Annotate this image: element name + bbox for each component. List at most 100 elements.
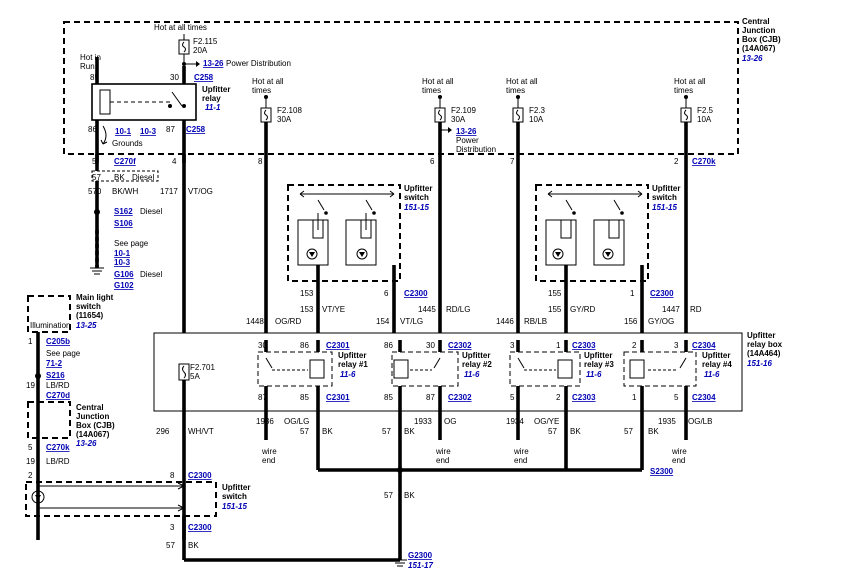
bottom-switch-ref[interactable]: 151-15 — [222, 502, 247, 511]
power-distribution-label: Power Distribution — [226, 59, 291, 68]
conn-c2303-top[interactable]: C2303 — [572, 341, 596, 350]
conn-c2304-top[interactable]: C2304 — [692, 341, 716, 350]
relay-3-ref[interactable]: 11-6 — [586, 370, 602, 379]
conn-c2302-bot[interactable]: C2302 — [448, 393, 472, 402]
wire-1933-color: OG — [444, 417, 456, 426]
link-151-17[interactable]: 151-17 — [408, 561, 433, 570]
link-10-3-b[interactable]: 10-3 — [114, 258, 131, 267]
switch-2-ref[interactable]: 151-15 — [652, 203, 677, 212]
link-10-3[interactable]: 10-3 — [140, 127, 157, 136]
wire-1935: 1935 — [658, 417, 676, 426]
diesel-option-box-1 — [91, 170, 159, 182]
conn-c2304-bot[interactable]: C2304 — [692, 393, 716, 402]
svg-text:30A: 30A — [451, 115, 466, 124]
relay-1-title-2: relay #1 — [338, 360, 368, 369]
splice-s2300[interactable]: S2300 — [650, 467, 674, 476]
wire-1446: 1446 — [496, 317, 514, 326]
main-light-ref[interactable]: 13-25 — [76, 321, 97, 330]
link-10-1-b[interactable]: 10-1 — [114, 249, 131, 258]
conn-c2300-a[interactable]: C2300 — [404, 289, 428, 298]
r4-pin1: 1 — [632, 393, 637, 402]
upfitter-relay-box-outline — [153, 332, 743, 412]
conn-c2300-b[interactable]: C2300 — [650, 289, 674, 298]
wire-153: 153 — [300, 305, 314, 314]
wire-1936-color: OG/LG — [284, 417, 309, 426]
wire-1447: 1447 — [662, 305, 680, 314]
svg-text:wire: wire — [435, 447, 451, 456]
wire-570: 570 — [88, 187, 102, 196]
svg-text:Hot at all: Hot at all — [422, 77, 454, 86]
wire-153-color: VT/YE — [322, 305, 345, 314]
wire-57-b-color: BK — [404, 427, 415, 436]
wire-1448-color: OG/RD — [275, 317, 301, 326]
wire-1447-color: RD — [690, 305, 702, 314]
link-10-1[interactable]: 10-1 — [115, 127, 132, 136]
conn-c270k-top[interactable]: C270k — [692, 157, 716, 166]
conn-c2301-bot[interactable]: C2301 — [326, 393, 350, 402]
relay-1-ref[interactable]: 11-6 — [340, 370, 356, 379]
wire-57-c-color: BK — [570, 427, 581, 436]
relay-4-ref[interactable]: 11-6 — [704, 370, 720, 379]
conn-c2303-bot[interactable]: C2303 — [572, 393, 596, 402]
svg-text:(14A464): (14A464) — [747, 349, 781, 358]
svg-text:13-26: 13-26 — [742, 54, 763, 63]
splice-s162[interactable]: S162 — [114, 207, 133, 216]
wire-57-c: 57 — [548, 427, 557, 436]
upfitter-switch-2 — [535, 184, 649, 282]
conn-c2302-top[interactable]: C2302 — [448, 341, 472, 350]
conn-c2301-top[interactable]: C2301 — [326, 341, 350, 350]
svg-text:end: end — [514, 456, 527, 465]
pin-8-bsw: 8 — [170, 471, 175, 480]
r4-pin5: 5 — [674, 393, 679, 402]
wire-1445: 1445 — [418, 305, 436, 314]
wire-57-center-color: BK — [404, 491, 415, 500]
conn-c258-top[interactable]: C258 — [194, 73, 214, 82]
svg-text:(14A067): (14A067) — [76, 430, 110, 439]
conn-c270d[interactable]: C270d — [46, 391, 70, 400]
link-13-26-a[interactable]: 13-26 — [203, 59, 224, 68]
wire-154-color: VT/LG — [400, 317, 423, 326]
relay-1 — [257, 351, 333, 387]
relay-2-title-2: relay #2 — [462, 360, 492, 369]
pin-3-bsw: 3 — [170, 523, 175, 532]
svg-text:end: end — [672, 456, 685, 465]
splice-s216[interactable]: S216 — [46, 371, 65, 380]
conn-c205b[interactable]: C205b — [46, 337, 70, 346]
relay-2-ref[interactable]: 11-6 — [464, 370, 480, 379]
diesel-label-2: Diesel — [140, 207, 162, 216]
svg-text:Hot at all: Hot at all — [674, 77, 706, 86]
wire-57-center: 57 — [384, 491, 393, 500]
wire-155: 155 — [548, 305, 562, 314]
conn-c2300-c[interactable]: C2300 — [188, 471, 212, 480]
conn-c270f[interactable]: C270f — [114, 157, 136, 166]
r1-pin30: 30 — [258, 341, 267, 350]
link-71-2[interactable]: 71-2 — [46, 359, 63, 368]
switch-1-title-2: switch — [404, 193, 429, 202]
diesel-label-1: Diesel — [132, 173, 154, 182]
bottom-switch-title: Upfitter — [222, 483, 250, 492]
relay-box-title: Upfitter relay box (14A464) 151-16 — [747, 331, 783, 368]
pin-1-mls: 1 — [28, 337, 33, 346]
svg-text:wire: wire — [261, 447, 277, 456]
illumination-label: Illumination — [30, 321, 70, 330]
pin-6-sw: 6 — [384, 289, 389, 298]
conn-c258-bot[interactable]: C258 — [186, 125, 206, 134]
ground-g106[interactable]: G106 — [114, 270, 134, 279]
pin-86: 86 — [88, 125, 97, 134]
ground-g2300[interactable]: G2300 — [408, 551, 433, 560]
svg-text:times: times — [422, 86, 441, 95]
ground-g102[interactable]: G102 — [114, 281, 134, 290]
wire-155-color: GY/RD — [570, 305, 596, 314]
upfitter-relay-ref[interactable]: 11-1 — [205, 103, 221, 112]
conn-c2300-d[interactable]: C2300 — [188, 523, 212, 532]
svg-text:(14A067): (14A067) — [742, 44, 776, 53]
conn-c270k-bot[interactable]: C270k — [46, 443, 70, 452]
svg-text:151-16: 151-16 — [747, 359, 772, 368]
svg-text:10A: 10A — [697, 115, 712, 124]
wire-1934: 1934 — [506, 417, 524, 426]
pin-1-sw: 1 — [630, 289, 635, 298]
switch-1-ref[interactable]: 151-15 — [404, 203, 429, 212]
splice-s106[interactable]: S106 — [114, 219, 133, 228]
wire-57-a: 57 — [300, 427, 309, 436]
